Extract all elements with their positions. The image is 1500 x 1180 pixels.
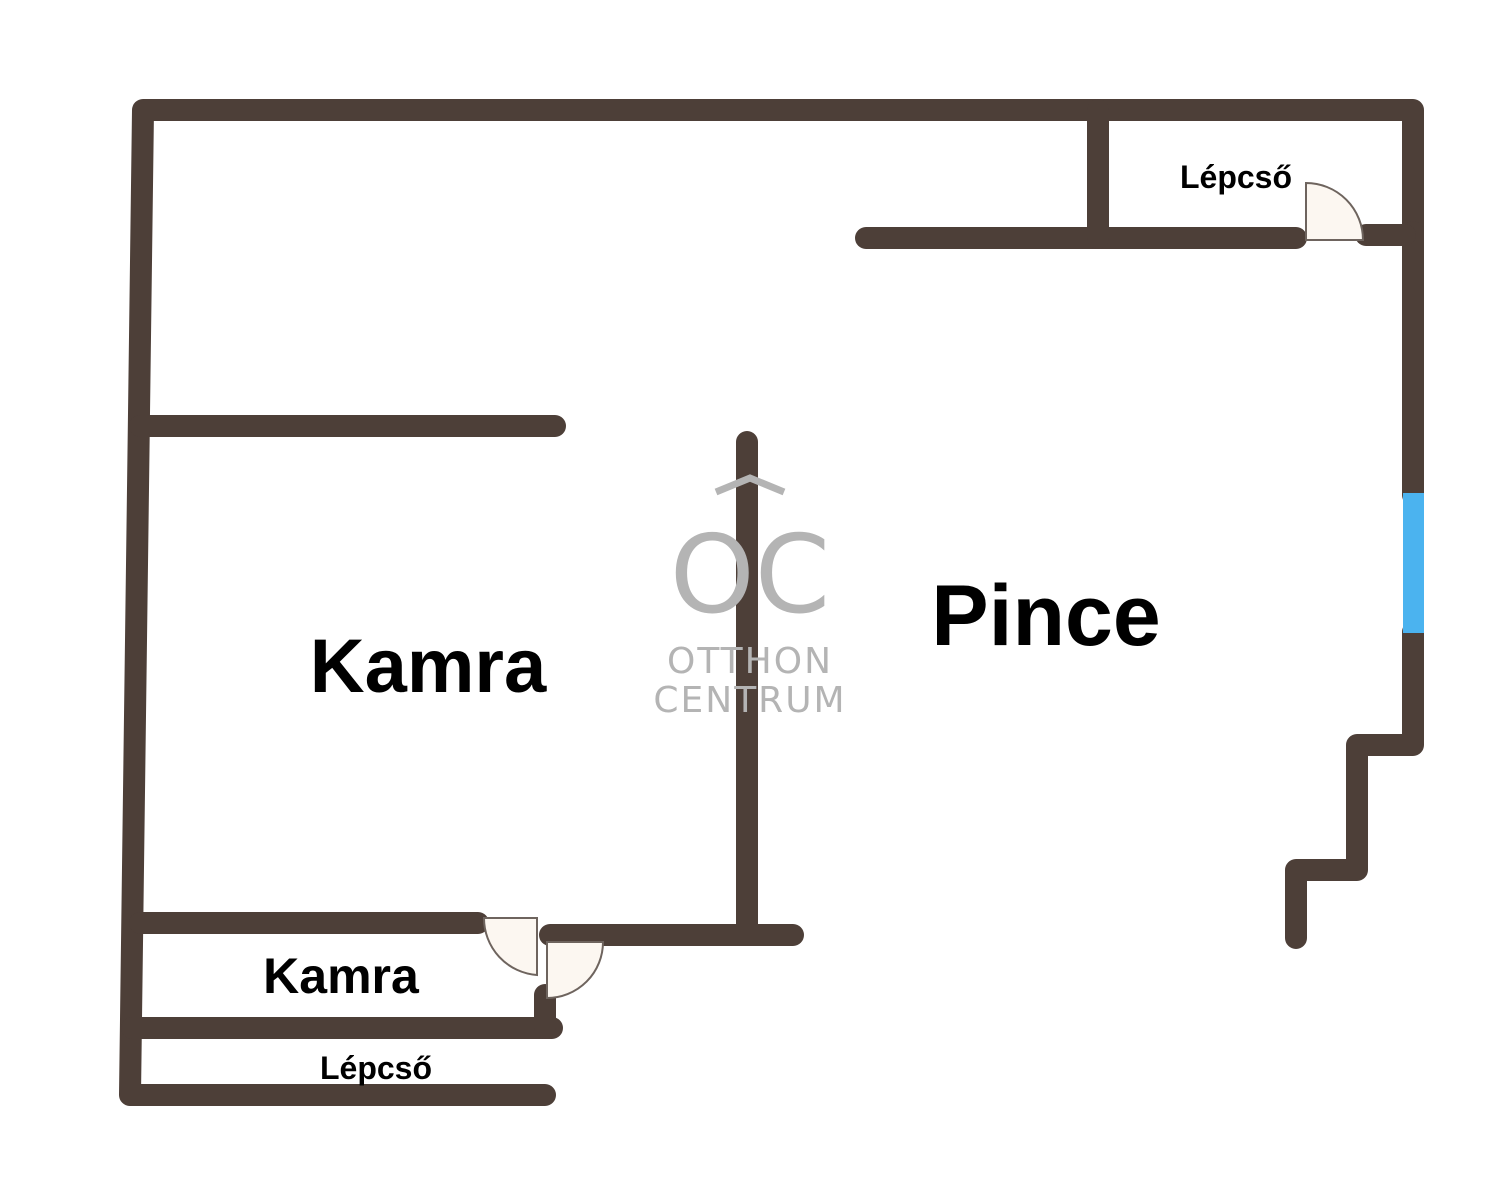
watermark-line2: CENTRUM: [653, 680, 846, 721]
watermark-line1: OTTHON: [667, 641, 833, 682]
room-label-pince: Pince: [931, 568, 1160, 664]
watermark-logo: OC: [670, 513, 830, 638]
window: [1403, 493, 1424, 633]
room-labels: Kamra Pince Lépcső Kamra Lépcső: [263, 159, 1292, 1086]
outer-wall-east-lower: [1285, 621, 1424, 949]
door-stair-top: [1305, 181, 1365, 241]
otthon-centrum-watermark: OC OTTHON CENTRUM: [653, 474, 846, 721]
room-label-kamra-small: Kamra: [263, 948, 420, 1004]
outer-wall: [119, 99, 1424, 1106]
walls: [119, 99, 1424, 1106]
door-small-kamra: [482, 917, 538, 977]
doors: [482, 181, 1365, 1000]
door-kamra: [546, 941, 605, 1000]
room-label-lepcso-top: Lépcső: [1180, 159, 1292, 195]
room-label-kamra-large: Kamra: [310, 624, 547, 709]
room-label-lepcso-bottom: Lépcső: [320, 1050, 432, 1086]
logo-roof-mark: [714, 474, 786, 496]
